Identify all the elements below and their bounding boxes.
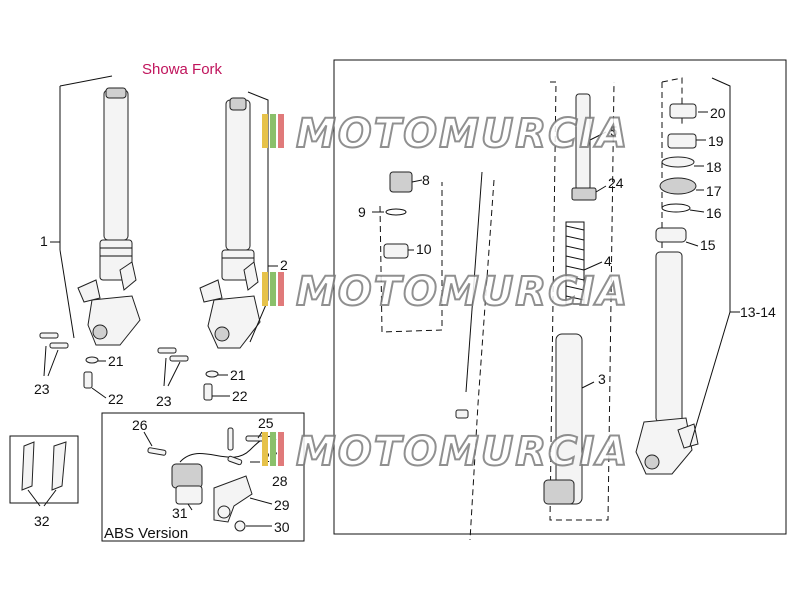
watermark-bottom: MOTOMURCIA xyxy=(262,428,629,476)
callout-28: 28 xyxy=(272,473,288,489)
callout-16: 16 xyxy=(706,205,722,221)
part-32-frame xyxy=(9,435,79,504)
callout-21-left: 21 xyxy=(108,353,124,369)
bolts-23-left xyxy=(39,332,69,349)
fork-assembly-right xyxy=(199,97,261,349)
exploded-view-frame xyxy=(333,59,787,535)
callout-15: 15 xyxy=(700,237,716,253)
callout-26: 26 xyxy=(132,417,148,433)
callout-23-left: 23 xyxy=(34,381,50,397)
callout-3: 3 xyxy=(598,371,606,387)
abs-version-frame xyxy=(101,412,305,542)
part-8 xyxy=(389,171,413,193)
callout-23-right: 23 xyxy=(156,393,172,409)
callout-10: 10 xyxy=(416,241,432,257)
svg-text:MOTOMURCIA: MOTOMURCIA xyxy=(296,111,629,157)
svg-text:MOTOMURCIA: MOTOMURCIA xyxy=(296,429,629,475)
callout-30: 30 xyxy=(274,519,290,535)
callout-29: 29 xyxy=(274,497,290,513)
callout-21-right: 21 xyxy=(230,367,246,383)
callout-2: 2 xyxy=(280,257,288,273)
callout-1: 1 xyxy=(40,233,48,249)
callout-19: 19 xyxy=(708,133,724,149)
callout-20: 20 xyxy=(710,105,726,121)
callout-13-14: 13-14 xyxy=(740,304,776,320)
part-10 xyxy=(383,243,409,259)
outer-tube-13-14 xyxy=(635,251,699,475)
callout-31: 31 xyxy=(172,505,188,521)
part-32-pads xyxy=(21,441,67,491)
abs-sensor xyxy=(171,463,203,489)
callout-17: 17 xyxy=(706,183,722,199)
spring-4 xyxy=(565,221,585,305)
callout-5: 5 xyxy=(610,123,618,139)
callout-4: 4 xyxy=(604,253,612,269)
part-3-tube xyxy=(555,333,583,505)
callout-24: 24 xyxy=(608,175,624,191)
callout-32: 32 xyxy=(34,513,50,529)
callout-25: 25 xyxy=(258,415,274,431)
callout-22-left: 22 xyxy=(108,391,124,407)
diagram-title: Showa Fork xyxy=(142,61,223,78)
abs-version-label: ABS Version xyxy=(104,525,188,542)
callout-18: 18 xyxy=(706,159,722,175)
fork-assembly-left xyxy=(77,87,141,346)
part-24 xyxy=(571,187,597,201)
callout-8: 8 xyxy=(422,172,430,188)
watermark-middle: MOTOMURCIA xyxy=(262,268,629,316)
callout-9: 9 xyxy=(358,204,366,220)
callout-22-right: 22 xyxy=(232,388,248,404)
watermark-top: MOTOMURCIA xyxy=(262,110,629,158)
bolts-23-right xyxy=(157,347,189,362)
svg-text:MOTOMURCIA: MOTOMURCIA xyxy=(296,269,629,315)
